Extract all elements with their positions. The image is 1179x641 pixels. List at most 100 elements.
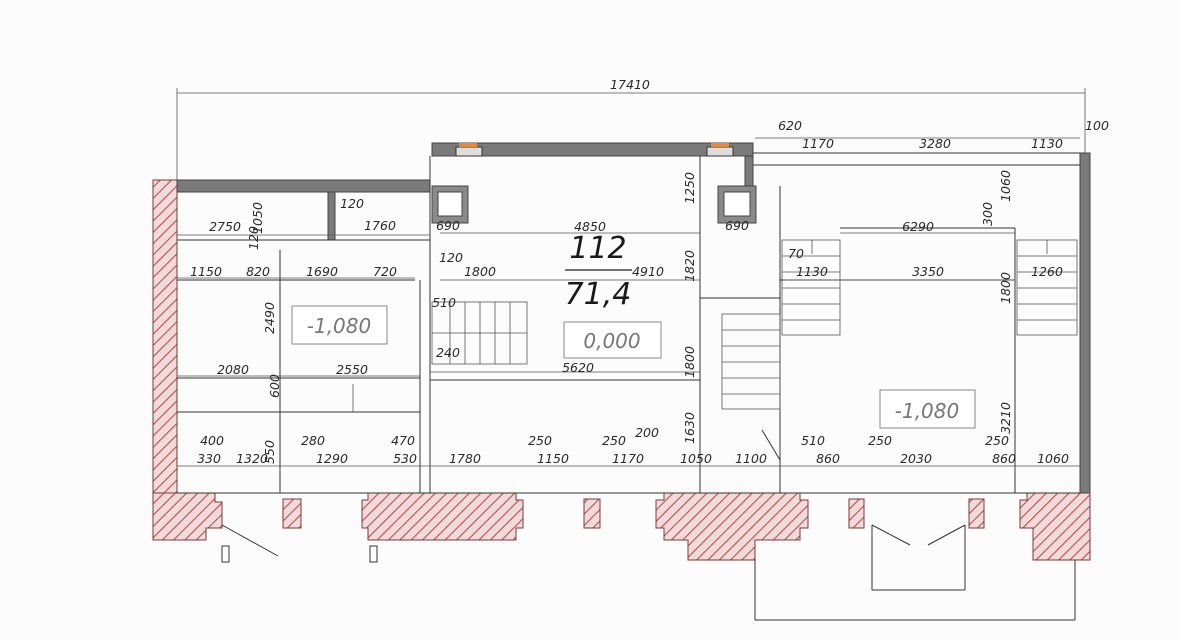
dim-label: 1800 xyxy=(682,346,697,378)
dim-label: 300 xyxy=(980,202,995,226)
dim-label: 3280 xyxy=(919,136,951,151)
dim-label: 70 xyxy=(788,246,804,261)
bottom-wall-segment-8 xyxy=(1019,492,1091,561)
dim-label: 1800 xyxy=(464,264,496,279)
bottom-wall-segment-6 xyxy=(848,498,865,529)
dim-label: 2550 xyxy=(336,362,368,377)
dim-label: 1250 xyxy=(682,172,697,204)
dim-label: 690 xyxy=(725,218,749,233)
dim-label: 1130 xyxy=(796,264,828,279)
dim-label: 1320 xyxy=(236,451,268,466)
dim-label: 470 xyxy=(391,433,415,448)
dim-label: 250 xyxy=(868,433,892,448)
dim-label: 400 xyxy=(200,433,224,448)
dim-label: 240 xyxy=(436,345,460,360)
bottom-wall-segment-5 xyxy=(655,492,809,561)
dim-label: 330 xyxy=(197,451,221,466)
center-top-wall xyxy=(431,142,754,157)
dimension-lines xyxy=(176,88,1086,467)
dim-label: 530 xyxy=(393,451,417,466)
dim-label: 600 xyxy=(267,374,282,398)
dim-label: 1630 xyxy=(682,412,697,444)
level-box-left xyxy=(291,305,388,345)
dim-label: 1150 xyxy=(537,451,569,466)
dim-label: 720 xyxy=(373,264,397,279)
dim-label: 1760 xyxy=(364,218,396,233)
dim-label: 120 xyxy=(439,250,463,265)
bottom-wall-segment-7 xyxy=(968,498,985,529)
left-partition-post xyxy=(327,191,336,241)
room-number: 112 xyxy=(569,231,626,266)
dim-label: 4850 xyxy=(574,219,606,234)
right-exterior-wall xyxy=(1079,152,1091,494)
dim-label: 1170 xyxy=(612,451,644,466)
dim-label: 1060 xyxy=(998,170,1013,202)
left-top-wall xyxy=(176,179,431,193)
dim-label: 510 xyxy=(432,295,456,310)
dim-label: 3210 xyxy=(998,402,1013,434)
dim-label: 2750 xyxy=(209,219,241,234)
radiator-right xyxy=(706,146,734,157)
dim-label: 690 xyxy=(436,218,460,233)
dim-label: 1050 xyxy=(250,202,265,234)
left-shaft-inner xyxy=(437,191,463,217)
bottom-wall-segment-1 xyxy=(152,492,223,541)
dim-label: 1260 xyxy=(1031,264,1063,279)
dim-label: 860 xyxy=(992,451,1016,466)
dim-label: 1130 xyxy=(1031,136,1063,151)
radiator-left xyxy=(455,146,483,157)
dim-label: 2080 xyxy=(217,362,249,377)
radiator-right-cap xyxy=(711,143,729,147)
dim-label: 250 xyxy=(985,433,1009,448)
room-area: 71,4 xyxy=(565,277,632,312)
post-center xyxy=(369,545,378,563)
interior-lines xyxy=(177,152,1080,621)
dim-label: 120 xyxy=(246,226,261,250)
stairs xyxy=(352,239,1078,412)
post-left xyxy=(221,545,230,563)
dim-label: 1050 xyxy=(680,451,712,466)
dim-label: 2490 xyxy=(262,302,277,334)
level-left: -1,080 xyxy=(307,314,371,338)
level-center: 0,000 xyxy=(583,329,640,353)
dim-label: 250 xyxy=(602,433,626,448)
dim-label: 1690 xyxy=(306,264,338,279)
bottom-wall-segment-3 xyxy=(361,492,524,541)
dim-label: 620 xyxy=(778,118,802,133)
dim-label: 1100 xyxy=(735,451,767,466)
dim-label: 1780 xyxy=(449,451,481,466)
dim-label: 1060 xyxy=(1037,451,1069,466)
dim-label: 100 xyxy=(1085,118,1109,133)
dim-label: 1800 xyxy=(998,272,1013,304)
bottom-wall-segment-4 xyxy=(583,498,601,529)
dim-label: 250 xyxy=(528,433,552,448)
level-box-center xyxy=(563,321,662,359)
dim-label: 4910 xyxy=(632,264,664,279)
level-right: -1,080 xyxy=(895,399,959,423)
dim-label: 1170 xyxy=(802,136,834,151)
dim-label: 3350 xyxy=(912,264,944,279)
dim-label: 1150 xyxy=(190,264,222,279)
dim-label: 820 xyxy=(246,264,270,279)
dim-label: 1820 xyxy=(682,250,697,282)
radiator-left-cap xyxy=(459,143,477,147)
left-exterior-wall xyxy=(152,179,178,541)
dim-label: 860 xyxy=(816,451,840,466)
dim-label: 1290 xyxy=(316,451,348,466)
dim-label: 510 xyxy=(801,433,825,448)
dim-label: 550 xyxy=(262,440,277,464)
bottom-wall-segment-2 xyxy=(282,498,302,529)
dim-label: 5620 xyxy=(562,360,594,375)
dim-label: 280 xyxy=(301,433,325,448)
dim-label: 200 xyxy=(635,425,659,440)
dim-label: 6290 xyxy=(902,219,934,234)
exterior-walls xyxy=(152,179,1091,561)
dim-label: 2030 xyxy=(900,451,932,466)
level-box-right xyxy=(879,389,976,429)
right-shaft-inner xyxy=(723,191,751,217)
dim-label: 120 xyxy=(340,196,364,211)
dim-overall: 17410 xyxy=(610,77,650,92)
center-right-wall-stub xyxy=(744,155,754,187)
